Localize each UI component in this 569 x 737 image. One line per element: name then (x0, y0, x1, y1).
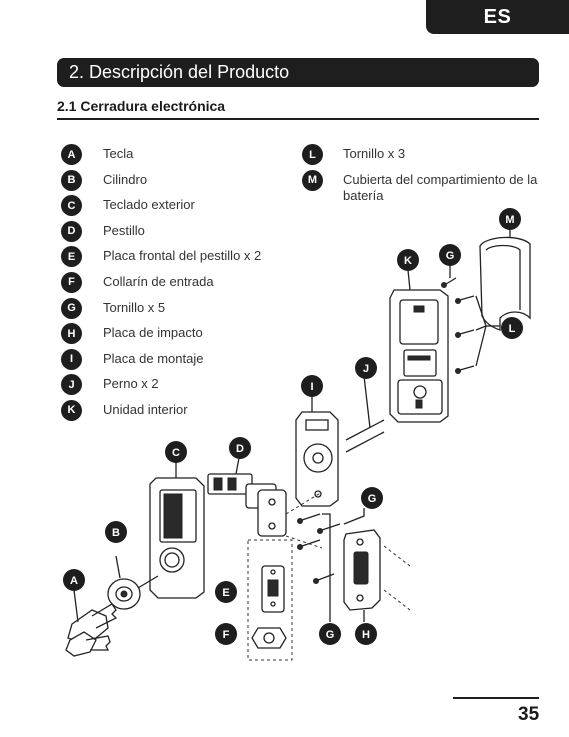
svg-text:E: E (222, 587, 229, 599)
bolts-j (346, 376, 384, 452)
svg-text:B: B (112, 527, 120, 539)
screw-head (442, 283, 447, 288)
svg-text:A: A (70, 575, 78, 587)
interior-unit (390, 290, 448, 422)
guide-line (286, 536, 322, 548)
callout-g-bottom: G (319, 623, 341, 645)
svg-text:H: H (362, 629, 370, 641)
svg-text:G: G (368, 493, 377, 505)
entry-collar (252, 628, 286, 648)
callout-b: B (105, 521, 127, 543)
exterior-keypad (150, 478, 204, 598)
svg-text:G: G (446, 250, 455, 262)
guide-line (384, 590, 410, 610)
callout-m: M (499, 208, 521, 230)
keys (66, 590, 116, 656)
svg-text:D: D (236, 443, 244, 455)
callout-d: D (229, 437, 251, 459)
svg-text:I: I (310, 381, 313, 393)
mounting-plate (296, 412, 338, 506)
page-number: 35 (518, 704, 539, 726)
callout-a: A (63, 569, 85, 591)
latch (208, 474, 286, 536)
callout-i: I (301, 375, 323, 397)
svg-text:C: C (172, 447, 180, 459)
leader-line (408, 270, 410, 290)
svg-text:M: M (505, 214, 514, 226)
callout-k: K (397, 249, 419, 271)
callout-g-middle: G (361, 487, 383, 509)
svg-text:K: K (404, 255, 412, 267)
svg-text:G: G (326, 629, 335, 641)
guide-line (384, 546, 410, 566)
battery-cover (480, 237, 530, 330)
svg-text:J: J (363, 363, 369, 375)
svg-text:F: F (223, 629, 230, 641)
callout-c: C (165, 441, 187, 463)
callout-e: E (215, 581, 237, 603)
svg-text:L: L (509, 323, 516, 335)
callout-j: J (355, 357, 377, 379)
callout-l: L (501, 317, 523, 339)
strike-plate (344, 530, 380, 622)
latch-faceplate (262, 566, 284, 612)
callout-g-top: G (439, 244, 461, 266)
leader-line (236, 458, 239, 474)
callout-f: F (215, 623, 237, 645)
footer-rule (453, 697, 539, 699)
callout-h: H (355, 623, 377, 645)
screw-g-top (446, 278, 456, 284)
